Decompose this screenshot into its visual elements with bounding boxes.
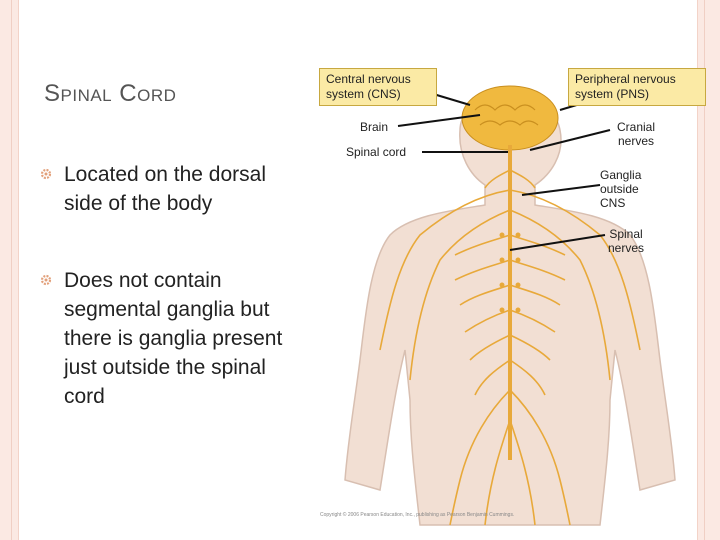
spinal-cord-label: Spinal cord <box>346 145 407 159</box>
gear-bullet-icon <box>40 274 52 286</box>
cns-callout: Central nervous system (CNS) <box>319 68 437 106</box>
bullet-text: Does not contain segmental ganglia but t… <box>64 269 283 408</box>
bullet-list: Located on the dorsal side of the body D… <box>40 160 308 459</box>
bullet-item: Does not contain segmental ganglia but t… <box>40 266 308 411</box>
cranial-nerves-label: Cranial nerves <box>616 120 655 148</box>
ganglia-leader <box>521 184 601 196</box>
slide-frame-right <box>697 0 720 540</box>
brain-label: Brain <box>360 120 389 134</box>
gear-bullet-icon <box>40 168 52 180</box>
slide-frame-left <box>0 0 19 540</box>
bullet-text: Located on the dorsal side of the body <box>64 163 266 215</box>
copyright-text: Copyright © 2006 Pearson Education, Inc.… <box>320 512 515 518</box>
nervous-system-figure: Central nervous system (CNS) Peripheral … <box>310 60 710 530</box>
spinal-nerves-leader <box>509 234 606 251</box>
ganglia-label: Ganglia outside CNS <box>600 168 642 210</box>
pns-callout: Peripheral nervous system (PNS) <box>568 68 706 106</box>
body-illustration <box>344 85 676 526</box>
spinal-nerves-label: Spinal nerves <box>607 227 645 255</box>
cranial-leader <box>529 129 611 151</box>
brain-shape <box>461 85 559 151</box>
slide-title: Spinal Cord <box>44 80 177 107</box>
bullet-item: Located on the dorsal side of the body <box>40 160 308 218</box>
brain-leader <box>397 114 481 127</box>
